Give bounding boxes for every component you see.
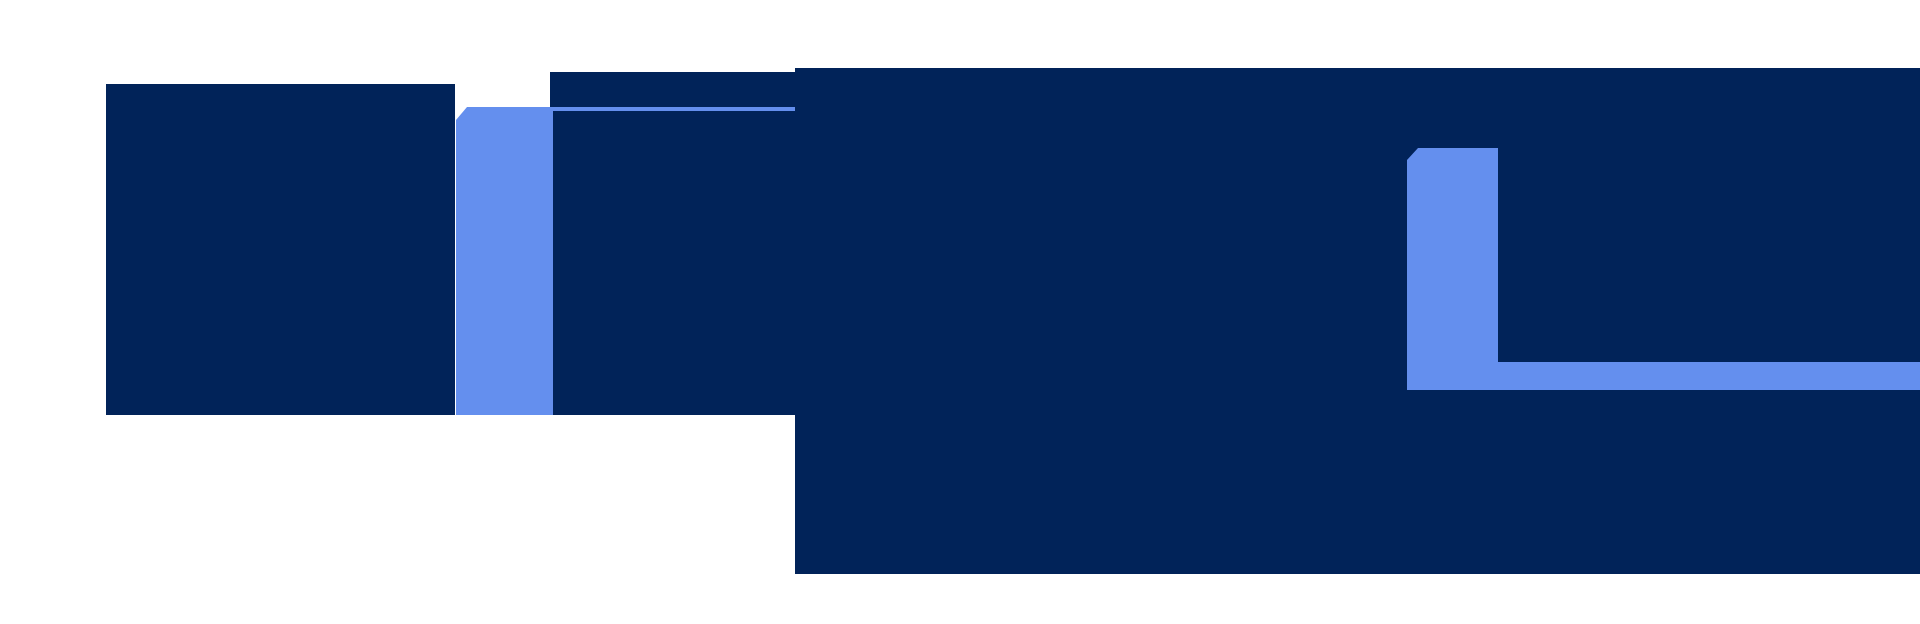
blue-bar-left-with-arm <box>456 107 795 415</box>
navy-block-middle <box>550 72 795 415</box>
navy-block-left <box>106 84 455 415</box>
navy-mass-right <box>795 68 1920 574</box>
blue-l-bar-right <box>1407 148 1920 390</box>
